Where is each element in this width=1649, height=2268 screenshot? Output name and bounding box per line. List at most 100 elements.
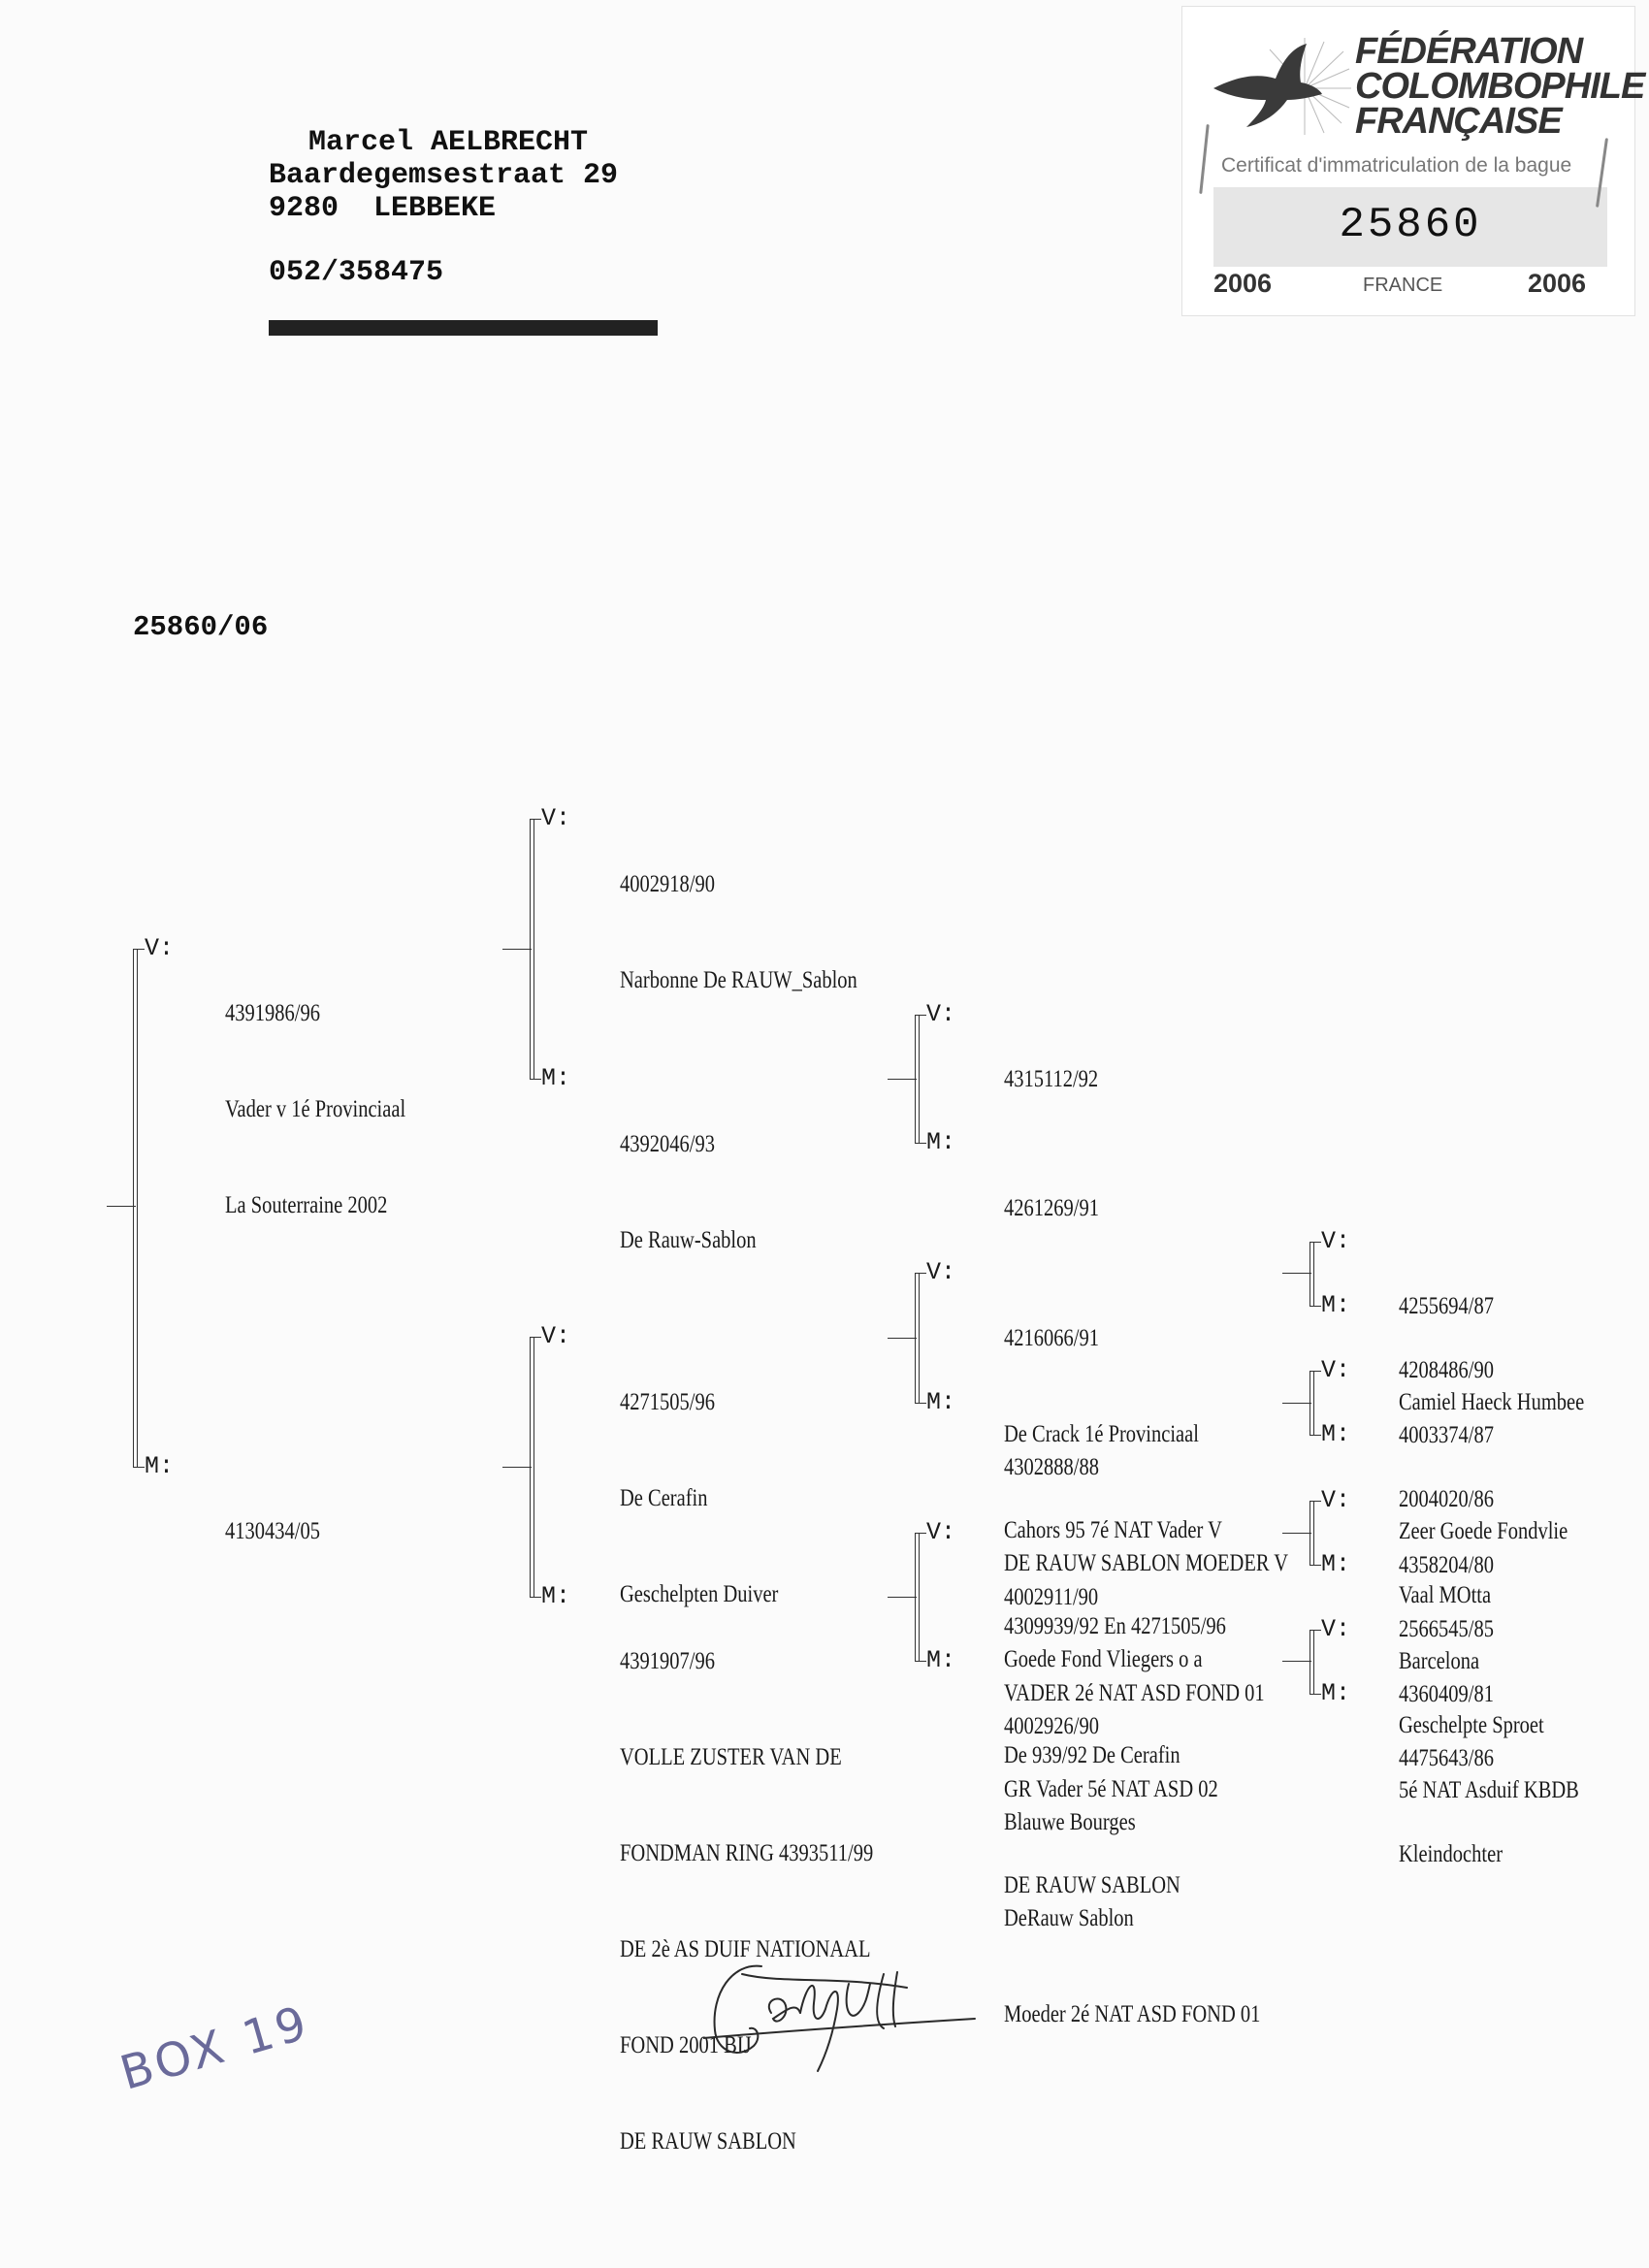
pedigree-entry-mmff: 4358204/80 Barcelona [1399, 1485, 1494, 1709]
label-father: V: [145, 934, 175, 962]
gen2-father-bracket [530, 819, 534, 1079]
ring-id: 4302888/88 [1004, 1454, 1099, 1480]
pedigree-entry-mfmm: 2004020/86 Vaal MOtta [1399, 1419, 1494, 1643]
pedigree-entry-fmf: 4315112/92 [1004, 999, 1098, 1127]
pedigree-entry-ff: 4002918/90 Narbonne De RAUW_Sablon [620, 804, 857, 1028]
ring-id: 4002926/90 [1004, 1713, 1099, 1739]
certificate-country: FRANCE [1363, 275, 1443, 296]
ring-id: 4255694/87 [1399, 1293, 1494, 1319]
certificate-subtitle: Certificat d'immatriculation de la bague [1221, 154, 1572, 177]
note-line: DE RAUW SABLON [620, 2128, 796, 2155]
gen3-mf-bracket [915, 1273, 920, 1403]
federation-name-line1: FÉDÉRATION [1355, 31, 1583, 72]
pedigree-entry-mfff: 4255694/87 Camiel Haeck Humbee [1399, 1226, 1584, 1450]
ring-id: 4392046/93 [620, 1131, 715, 1157]
note-line: 5é NAT Asduif KBDB [1399, 1777, 1579, 1803]
note-line: Camiel Haeck Humbee [1399, 1389, 1585, 1415]
label-father: V: [1321, 1615, 1351, 1643]
ring-id: 4216066/91 [1004, 1325, 1099, 1351]
note-line: Narbonne De RAUW_Sablon [620, 967, 857, 993]
pigeon-logo-icon [1213, 38, 1351, 135]
ring-id: 2566545/85 [1399, 1616, 1494, 1642]
signature-icon [703, 1964, 976, 2072]
gen2-father-connector [502, 949, 532, 950]
ring-id: 4003374/87 [1399, 1422, 1494, 1448]
certificate-number-box: 25860 [1213, 187, 1607, 267]
note-line: VOLLE ZUSTER VAN DE [620, 1744, 842, 1770]
label-mother: M: [926, 1646, 956, 1674]
ring-id: 4208486/90 [1399, 1357, 1494, 1383]
label-father: V: [926, 1000, 956, 1028]
note-line: Vaal MOtta [1399, 1582, 1492, 1608]
label-mother: M: [145, 1452, 175, 1480]
note-line: Blauwe Bourges [1004, 1809, 1136, 1835]
label-mother: M: [926, 1128, 956, 1156]
certificate-year-left: 2006 [1213, 269, 1273, 298]
note-line: De Rauw-Sablon [620, 1227, 757, 1253]
ring-certificate: FÉDÉRATION COLOMBOPHILE FRANÇAISE Certif… [1181, 6, 1645, 316]
label-mother: M: [1321, 1550, 1351, 1578]
ring-id: 4358204/80 [1399, 1552, 1494, 1578]
note-line: Barcelona [1399, 1648, 1480, 1674]
note-line: Kleindochter [1399, 1841, 1504, 1867]
note-line: FOND 2001 BIJ [620, 2032, 752, 2058]
label-mother: M: [1321, 1420, 1351, 1448]
federation-name-line3: FRANÇAISE [1355, 101, 1563, 142]
label-father: V: [541, 1322, 571, 1350]
label-father: V: [926, 1258, 956, 1286]
gen3-fm-bracket [915, 1015, 920, 1143]
ring-id: 4002918/90 [620, 871, 715, 897]
note-line: DeRauw Sablon [1004, 1905, 1134, 1931]
note-line: FONDMAN RING 4393511/99 [620, 1840, 874, 1866]
pedigree-entry-mfmf: 4003374/87 Zeer Goede Fondvlie [1399, 1355, 1568, 1579]
pedigree-entry-mm: 4391907/96 VOLLE ZUSTER VAN DE FONDMAN R… [620, 1581, 873, 2189]
note-line: 4309939/92 En 4271505/96 [1004, 1613, 1226, 1639]
owner-city: 9280 LEBBEKE [269, 192, 497, 225]
gen3-mm-bracket [915, 1533, 920, 1661]
ring-id: 4475643/86 [1399, 1745, 1494, 1771]
pedigree-entry-mmmm: 4475643/86 Kleindochter [1399, 1678, 1503, 1902]
pedigree-entry-mff: 4216066/91 De Crack 1é Provinciaal Cahor… [1004, 1258, 1226, 1674]
note-line: De Crack 1é Provinciaal [1004, 1421, 1199, 1447]
label-mother: M: [541, 1582, 571, 1610]
label-mother: M: [1321, 1291, 1351, 1319]
certificate-year-right: 2006 [1528, 269, 1587, 298]
note-line: De Cerafin [620, 1485, 708, 1511]
pedigree-entry-fm: 4392046/93 De Rauw-Sablon [620, 1064, 757, 1288]
ring-number: 25860/06 [133, 611, 269, 643]
note-line: Zeer Goede Fondvlie [1399, 1518, 1568, 1544]
gen2-mother-connector [502, 1467, 532, 1468]
ring-id: 4315112/92 [1004, 1066, 1099, 1092]
note-line: Geschelpte Sproet [1399, 1712, 1544, 1738]
label-mother: M: [1321, 1679, 1351, 1707]
pedigree-entry-mother: 4130434/05 [225, 1451, 320, 1579]
pedigree-entry-mf: 4271505/96 De Cerafin Geschelpten Duiver [620, 1322, 778, 1642]
note-line: VADER 2é NAT ASD FOND 01 [1004, 1680, 1265, 1706]
root-connector [107, 1206, 136, 1207]
owner-name: Marcel AELBRECHT [308, 126, 589, 159]
label-father: V: [1321, 1356, 1351, 1384]
ring-id: 4391907/96 [620, 1648, 715, 1674]
label-father: V: [1321, 1227, 1351, 1255]
certificate-number: 25860 [1339, 201, 1482, 249]
ring-id: 2004020/86 [1399, 1486, 1494, 1512]
label-father: V: [926, 1518, 956, 1546]
note-line: Moeder 2é NAT ASD FOND 01 [1004, 2001, 1261, 2027]
label-father: V: [1321, 1486, 1351, 1514]
label-father: V: [541, 804, 571, 832]
federation-name: FÉDÉRATION COLOMBOPHILE FRANÇAISE [1355, 31, 1645, 142]
pedigree-entry-mmf: 4002911/90 VADER 2é NAT ASD FOND 01 GR V… [1004, 1517, 1265, 1933]
pedigree-entry-mmmf: 4360409/81 5é NAT Asduif KBDB [1399, 1614, 1579, 1838]
note-line: GR Vader 5é NAT ASD 02 [1004, 1776, 1218, 1802]
federation-name-line2: COLOMBOPHILE [1355, 66, 1645, 107]
ring-id: 4360409/81 [1399, 1681, 1494, 1707]
note-line: Cahors 95 7é NAT Vader V [1004, 1517, 1222, 1543]
pedigree-entry-mmfm: 2566545/85 Geschelpte Sproet [1399, 1549, 1544, 1773]
gen1-bracket [133, 949, 138, 1467]
pedigree-entry-father: 4391986/96 Vader v 1é Provinciaal La Sou… [225, 933, 405, 1253]
note-line: DE RAUW SABLON MOEDER V [1004, 1550, 1289, 1576]
note-line: Geschelpten Duiver [620, 1581, 779, 1607]
pedigree-entry-mfm: 4302888/88 DE RAUW SABLON MOEDER V Goede… [1004, 1387, 1288, 1803]
ring-id: 4002911/90 [1004, 1584, 1099, 1610]
ring-id: 4130434/05 [225, 1518, 320, 1544]
